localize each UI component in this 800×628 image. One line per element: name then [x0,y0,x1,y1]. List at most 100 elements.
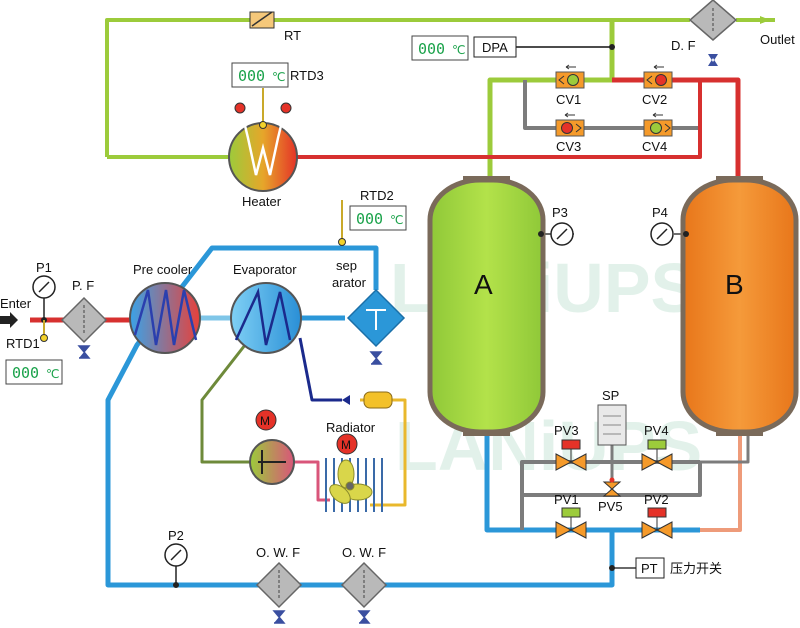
drain-icon [272,610,286,624]
rtd1-sensor: RTD1 000 ℃ [5,320,63,385]
pre-filter-pf[interactable]: P. F [60,278,108,359]
pipe-pv-gray-mid [522,462,702,497]
pipe-olive [200,344,250,464]
evaporator-label: Evaporator [233,262,297,277]
svg-text:℃: ℃ [272,70,285,84]
flow-arrow-icon [653,64,664,70]
rt-valve[interactable]: RT [249,11,301,43]
inlet: Enter [0,296,32,328]
check-valve-cv1[interactable]: CV1 [555,64,585,107]
flow-arrow-icon [565,64,576,70]
pressure-gauge-p3[interactable]: P3 [538,205,574,246]
check-valve-cv4[interactable]: CV4 [642,112,673,154]
separator[interactable]: sep arator [332,258,406,365]
tower-a[interactable]: A [427,176,546,436]
pt-label: PT [641,561,658,576]
drain-icon [357,610,371,624]
drain-icon [77,345,91,359]
rtd2-sensor: RTD2 000 ℃ [338,188,407,246]
df-label: D. F [671,38,696,53]
rtd3-label: RTD3 [290,68,324,83]
pipe-cv2-to-b [612,77,741,185]
radiator[interactable]: M Radiator [325,420,383,512]
oil-water-filter-1[interactable]: O. W. F [255,545,303,624]
pt-description: 压力开关 [670,561,722,576]
pressure-gauge-p2[interactable]: P2 [164,528,188,588]
pre-cooler[interactable]: Pre cooler [129,262,201,354]
pf-label: P. F [72,278,94,293]
dpa-label: DPA [482,40,508,55]
motor-icon [336,433,358,455]
pipe-b-gray-right [700,430,750,464]
pipe-heater-right [296,80,702,159]
pv5-label: PV5 [598,499,623,514]
enter-label: Enter [0,296,32,311]
oil-water-filter-2[interactable]: O. W. F [340,545,388,624]
svg-text:000: 000 [356,210,383,228]
outlet-label: Outlet [760,32,795,47]
pipe-radiator-loop [294,460,330,502]
check-valve-cv2[interactable]: CV2 [642,64,673,107]
pv2-label: PV2 [644,492,669,507]
cv4-label: CV4 [642,139,667,154]
pneumatic-valve-pv1[interactable]: PV1 [554,492,587,539]
rtd2-label: RTD2 [360,188,394,203]
cv1-label: CV1 [556,92,581,107]
compressor[interactable]: M [249,409,295,485]
pipe-sep-loop [105,245,615,588]
motor-icon [255,409,277,431]
owf1-label: O. W. F [256,545,300,560]
pv3-label: PV3 [554,423,579,438]
drain-icon [369,351,383,365]
svg-text:000: 000 [418,40,445,58]
radiator-label: Radiator [326,420,376,435]
heater-terminal-icon [280,102,292,114]
rtd3-display: 000 ℃ RTD3 [231,62,324,88]
pneumatic-valve-pv2[interactable]: PV2 [641,492,673,539]
svg-text:000: 000 [238,67,265,85]
rt-label: RT [284,28,301,43]
flow-arrow-icon [564,112,575,118]
cv2-label: CV2 [642,92,667,107]
tower-b[interactable]: B [680,176,799,436]
pressure-gauge-p4[interactable]: P4 [650,205,689,246]
pressure-switch-pt[interactable]: PT 压力开关 [609,557,722,579]
separator-label-2: arator [332,275,367,290]
heater-label: Heater [242,194,282,209]
precooler-label: Pre cooler [133,262,193,277]
sp-label: SP [602,388,619,403]
svg-text:℃: ℃ [452,43,465,57]
dryer-filter-df[interactable]: D. F [671,0,738,66]
heater-terminal-icon [234,102,246,114]
tower-a-label: A [474,269,493,300]
outlet-arrow-icon [760,16,770,24]
tower-b-label: B [725,269,744,300]
motor-label: M [341,438,351,452]
outlet: Outlet [760,16,795,47]
svg-text:℃: ℃ [46,367,59,381]
heater[interactable]: Heater [228,102,298,209]
check-valve-cv3[interactable]: CV3 [555,112,585,154]
motor-label: M [260,414,270,428]
pneumatic-valve-pv4[interactable]: PV4 [641,423,673,471]
separator-label-1: sep [336,258,357,273]
pipe-b-bottom-salmon [700,430,742,532]
svg-text:℃: ℃ [390,213,403,227]
flow-arrow-icon [652,112,663,118]
expansion-valve[interactable] [342,391,393,409]
p1-label: P1 [36,260,52,275]
silencer-sp[interactable]: SP [597,388,627,446]
rtd1-label: RTD1 [6,336,40,351]
pneumatic-valve-pv5[interactable]: PV5 [598,477,623,515]
inlet-arrow-icon [0,312,18,328]
p4-label: P4 [652,205,668,220]
svg-text:000: 000 [12,364,39,382]
pneumatic-valve-pv3[interactable]: PV3 [554,423,587,471]
pipe-top-outlet [105,18,690,157]
cv3-label: CV3 [556,139,581,154]
owf2-label: O. W. F [342,545,386,560]
evaporator[interactable]: Evaporator [230,262,302,354]
pipe-cv-gray [523,80,700,130]
pressure-gauge-p1[interactable]: P1 [32,260,56,323]
